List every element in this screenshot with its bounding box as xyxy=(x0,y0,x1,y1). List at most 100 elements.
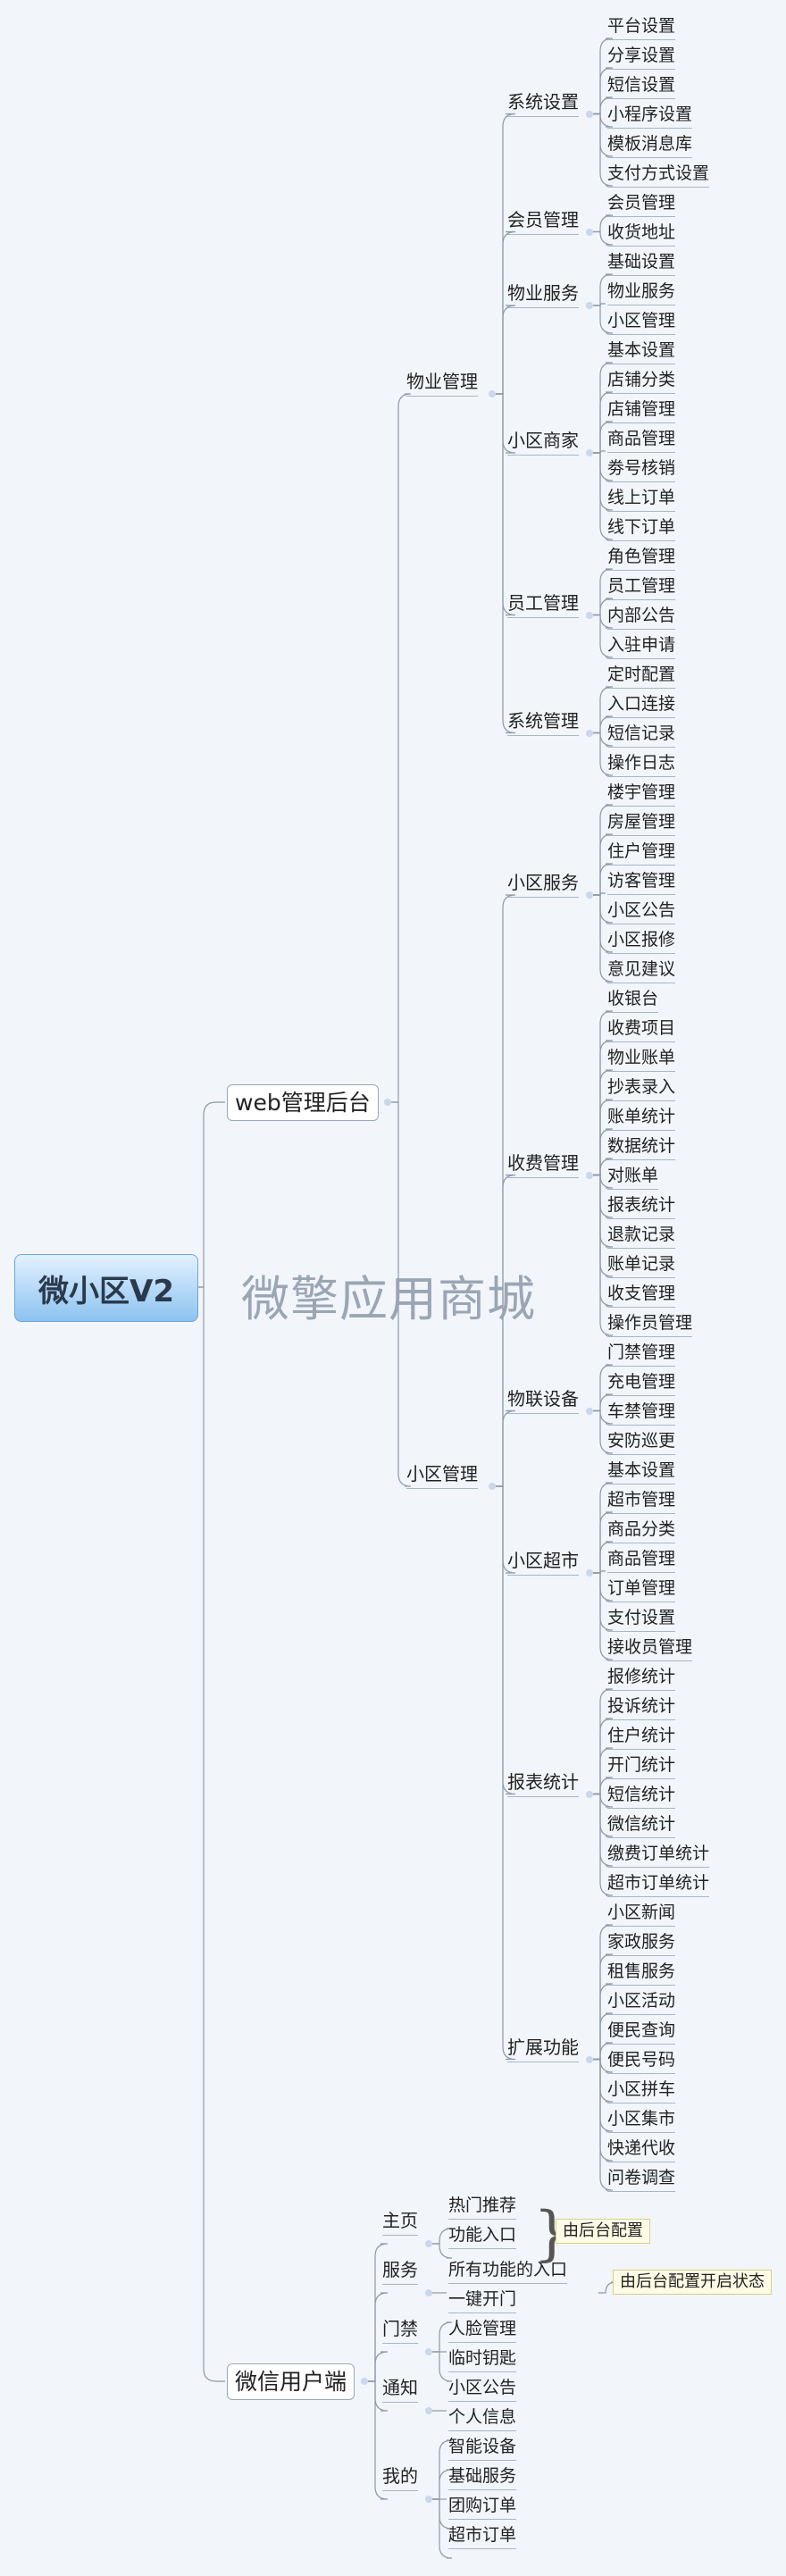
wechat-group[interactable]: 门禁 xyxy=(382,2317,418,2344)
wechat-group[interactable]: 主页 xyxy=(382,2209,418,2236)
xiaoqu-leaf[interactable]: 操作员管理 xyxy=(607,1312,693,1337)
xiaoqu-leaf[interactable]: 基本设置 xyxy=(607,1459,676,1485)
xiaoqu-group[interactable]: 收费管理 xyxy=(507,1151,579,1178)
wuye-leaf[interactable]: 会员管理 xyxy=(607,192,676,217)
xiaoqu-leaf[interactable]: 小区公告 xyxy=(607,899,676,924)
wechat-leaf[interactable]: 基础服务 xyxy=(448,2465,517,2490)
wuye-leaf[interactable]: 物业服务 xyxy=(607,280,676,305)
xiaoqu-leaf[interactable]: 便民号码 xyxy=(607,2049,676,2074)
xiaoqu-leaf[interactable]: 退款记录 xyxy=(607,1224,676,1249)
wuye-leaf[interactable]: 商品管理 xyxy=(607,428,676,453)
wechat-leaf[interactable]: 一键开门 xyxy=(448,2288,517,2313)
wuye-leaf[interactable]: 员工管理 xyxy=(607,575,676,600)
root-node[interactable]: 微小区V2 xyxy=(14,1254,198,1322)
xiaoqu-leaf[interactable]: 超市管理 xyxy=(607,1489,676,1514)
xiaoqu-group[interactable]: 小区服务 xyxy=(507,871,579,898)
xiaoqu-leaf[interactable]: 投诉统计 xyxy=(607,1695,676,1720)
xiaoqu-leaf[interactable]: 商品管理 xyxy=(607,1548,676,1573)
wechat-leaf[interactable]: 个人信息 xyxy=(448,2406,517,2431)
wechat-leaf[interactable]: 团购订单 xyxy=(448,2495,517,2520)
wuye-leaf[interactable]: 劵号核销 xyxy=(607,457,676,482)
wuye-leaf[interactable]: 线上订单 xyxy=(607,487,676,512)
xiaoqu-leaf[interactable]: 小区集市 xyxy=(607,2108,676,2133)
wuye-group[interactable]: 物业服务 xyxy=(507,281,579,308)
wechat-leaf[interactable]: 所有功能的入口 xyxy=(448,2259,568,2284)
wechat-leaf[interactable]: 人脸管理 xyxy=(448,2318,517,2343)
wechat-leaf[interactable]: 智能设备 xyxy=(448,2436,517,2461)
wuye-group[interactable]: 系统设置 xyxy=(507,90,579,117)
wuye-group[interactable]: 小区商家 xyxy=(507,429,579,456)
xiaoqu-group[interactable]: 小区超市 xyxy=(507,1549,579,1576)
wuye-leaf[interactable]: 收货地址 xyxy=(607,222,676,247)
xiaoqu-leaf[interactable]: 充电管理 xyxy=(607,1371,676,1396)
wuye-leaf[interactable]: 店铺管理 xyxy=(607,398,676,423)
l2-wuye[interactable]: 物业管理 xyxy=(406,370,478,397)
xiaoqu-leaf[interactable]: 住户统计 xyxy=(607,1725,676,1750)
xiaoqu-leaf[interactable]: 收费项目 xyxy=(607,1017,676,1042)
xiaoqu-leaf[interactable]: 小区报修 xyxy=(607,929,676,954)
xiaoqu-leaf[interactable]: 超市订单统计 xyxy=(607,1872,710,1897)
xiaoqu-leaf[interactable]: 车禁管理 xyxy=(607,1401,676,1426)
wuye-leaf[interactable]: 线下订单 xyxy=(607,516,676,541)
xiaoqu-leaf[interactable]: 短信统计 xyxy=(607,1784,676,1809)
wuye-leaf[interactable]: 支付方式设置 xyxy=(607,163,710,188)
l1-web[interactable]: web管理后台 xyxy=(227,1084,379,1121)
xiaoqu-leaf[interactable]: 租售服务 xyxy=(607,1961,676,1986)
xiaoqu-leaf[interactable]: 安防巡更 xyxy=(607,1430,676,1455)
xiaoqu-leaf[interactable]: 支付设置 xyxy=(607,1607,676,1632)
wechat-group[interactable]: 我的 xyxy=(382,2464,418,2491)
wuye-leaf[interactable]: 小程序设置 xyxy=(607,104,693,129)
wechat-leaf[interactable]: 功能入口 xyxy=(448,2224,517,2249)
xiaoqu-leaf[interactable]: 楼宇管理 xyxy=(607,782,676,807)
wuye-leaf[interactable]: 入驻申请 xyxy=(607,634,676,659)
wuye-leaf[interactable]: 短信设置 xyxy=(607,74,676,99)
xiaoqu-leaf[interactable]: 门禁管理 xyxy=(607,1342,676,1367)
xiaoqu-leaf[interactable]: 微信统计 xyxy=(607,1813,676,1838)
xiaoqu-leaf[interactable]: 收银台 xyxy=(607,988,659,1013)
xiaoqu-group[interactable]: 扩展功能 xyxy=(507,2036,579,2062)
xiaoqu-leaf[interactable]: 访客管理 xyxy=(607,870,676,895)
wuye-leaf[interactable]: 入口连接 xyxy=(607,693,676,718)
wuye-leaf[interactable]: 角色管理 xyxy=(607,546,676,571)
xiaoqu-leaf[interactable]: 收支管理 xyxy=(607,1283,676,1308)
xiaoqu-leaf[interactable]: 小区活动 xyxy=(607,1990,676,2015)
wechat-leaf[interactable]: 小区公告 xyxy=(448,2377,517,2402)
xiaoqu-leaf[interactable]: 便民查询 xyxy=(607,2020,676,2045)
xiaoqu-group[interactable]: 物联设备 xyxy=(507,1387,579,1414)
xiaoqu-leaf[interactable]: 意见建议 xyxy=(607,958,676,983)
wuye-leaf[interactable]: 基本设置 xyxy=(607,339,676,364)
wuye-leaf[interactable]: 分享设置 xyxy=(607,45,676,70)
xiaoqu-leaf[interactable]: 开门统计 xyxy=(607,1754,676,1779)
wuye-leaf[interactable]: 模板消息库 xyxy=(607,133,693,158)
xiaoqu-group[interactable]: 报表统计 xyxy=(507,1770,579,1797)
wuye-leaf[interactable]: 操作日志 xyxy=(607,752,676,777)
xiaoqu-leaf[interactable]: 问卷调查 xyxy=(607,2167,676,2192)
wuye-leaf[interactable]: 定时配置 xyxy=(607,664,676,689)
wuye-group[interactable]: 系统管理 xyxy=(507,709,579,736)
xiaoqu-leaf[interactable]: 缴费订单统计 xyxy=(607,1843,710,1868)
wuye-group[interactable]: 会员管理 xyxy=(507,208,579,235)
xiaoqu-leaf[interactable]: 物业账单 xyxy=(607,1047,676,1072)
wuye-leaf[interactable]: 基础设置 xyxy=(607,251,676,276)
xiaoqu-leaf[interactable]: 账单统计 xyxy=(607,1106,676,1131)
l2-xiaoqu[interactable]: 小区管理 xyxy=(406,1462,478,1489)
xiaoqu-leaf[interactable]: 商品分类 xyxy=(607,1518,676,1543)
xiaoqu-leaf[interactable]: 接收员管理 xyxy=(607,1636,693,1661)
wuye-leaf[interactable]: 小区管理 xyxy=(607,310,676,335)
xiaoqu-leaf[interactable]: 住户管理 xyxy=(607,841,676,866)
xiaoqu-leaf[interactable]: 家政服务 xyxy=(607,1931,676,1956)
xiaoqu-leaf[interactable]: 账单记录 xyxy=(607,1253,676,1278)
wechat-leaf[interactable]: 热门推荐 xyxy=(448,2195,517,2220)
xiaoqu-leaf[interactable]: 对账单 xyxy=(607,1165,659,1190)
l1-wechat[interactable]: 微信用户端 xyxy=(227,2363,355,2400)
wechat-group[interactable]: 服务 xyxy=(382,2258,418,2285)
xiaoqu-leaf[interactable]: 小区新闻 xyxy=(607,1902,676,1927)
xiaoqu-leaf[interactable]: 抄表录入 xyxy=(607,1076,676,1101)
xiaoqu-leaf[interactable]: 报修统计 xyxy=(607,1666,676,1691)
wuye-group[interactable]: 员工管理 xyxy=(507,591,579,618)
xiaoqu-leaf[interactable]: 小区拼车 xyxy=(607,2078,676,2103)
wechat-group[interactable]: 通知 xyxy=(382,2376,418,2403)
wuye-leaf[interactable]: 短信记录 xyxy=(607,723,676,748)
xiaoqu-leaf[interactable]: 订单管理 xyxy=(607,1577,676,1602)
wuye-leaf[interactable]: 店铺分类 xyxy=(607,369,676,394)
